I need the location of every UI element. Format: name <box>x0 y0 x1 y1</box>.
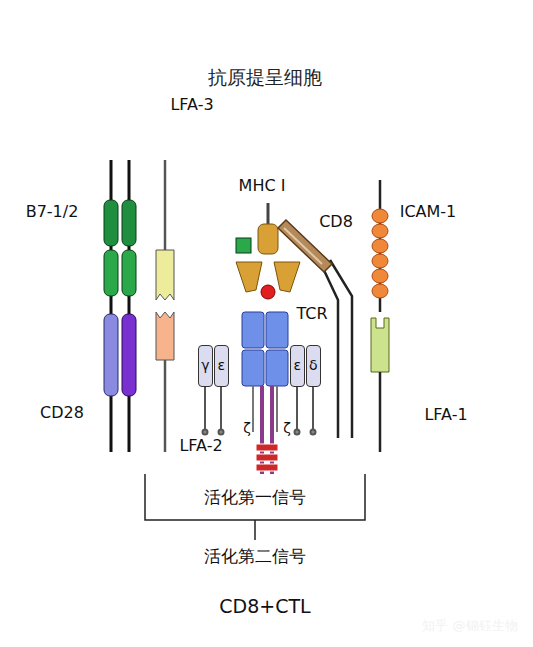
molecule-label: B7-1/2 <box>26 202 79 221</box>
lfa3-lfa2-pair <box>156 160 174 452</box>
molecule-label: ζ <box>283 420 291 437</box>
cd3-stems <box>203 387 316 435</box>
molecule-label: LFA-2 <box>179 436 222 455</box>
cell-name: CD8+CTL <box>219 595 310 618</box>
signal-label: 活化第二信号 <box>204 546 306 566</box>
chain-name: ε <box>218 357 226 374</box>
icam1-lfa1-pair <box>371 180 389 452</box>
mhc-class-i <box>236 203 300 299</box>
cd8-coreceptor <box>278 220 352 438</box>
cell-name: 抗原提呈细胞 <box>208 66 322 89</box>
molecule-label: LFA-1 <box>424 405 467 424</box>
signal-bracket <box>145 474 365 540</box>
molecule-label: MHC I <box>239 176 286 195</box>
chain-name: δ <box>309 357 318 374</box>
cd3-chain: ε <box>290 345 305 387</box>
signal-label: 活化第一信号 <box>204 487 306 507</box>
molecule-label: LFA-3 <box>170 95 213 114</box>
cd3-chain: δ <box>306 345 321 387</box>
molecule-label: ζ <box>243 420 251 437</box>
chain-name: γ <box>201 357 209 374</box>
watermark: 知乎 @锦钰生物 <box>422 618 517 634</box>
molecule-label: CD28 <box>40 403 84 422</box>
cd3-chain: γ <box>198 345 213 387</box>
chain-name: ε <box>294 357 302 374</box>
b7-cd28-pair <box>104 160 136 452</box>
tcr-complex <box>242 312 288 474</box>
molecule-label: TCR <box>296 304 327 323</box>
molecule-label: ICAM-1 <box>400 202 457 221</box>
molecule-label: CD8 <box>319 212 353 231</box>
cd3-chain: ε <box>214 345 229 387</box>
